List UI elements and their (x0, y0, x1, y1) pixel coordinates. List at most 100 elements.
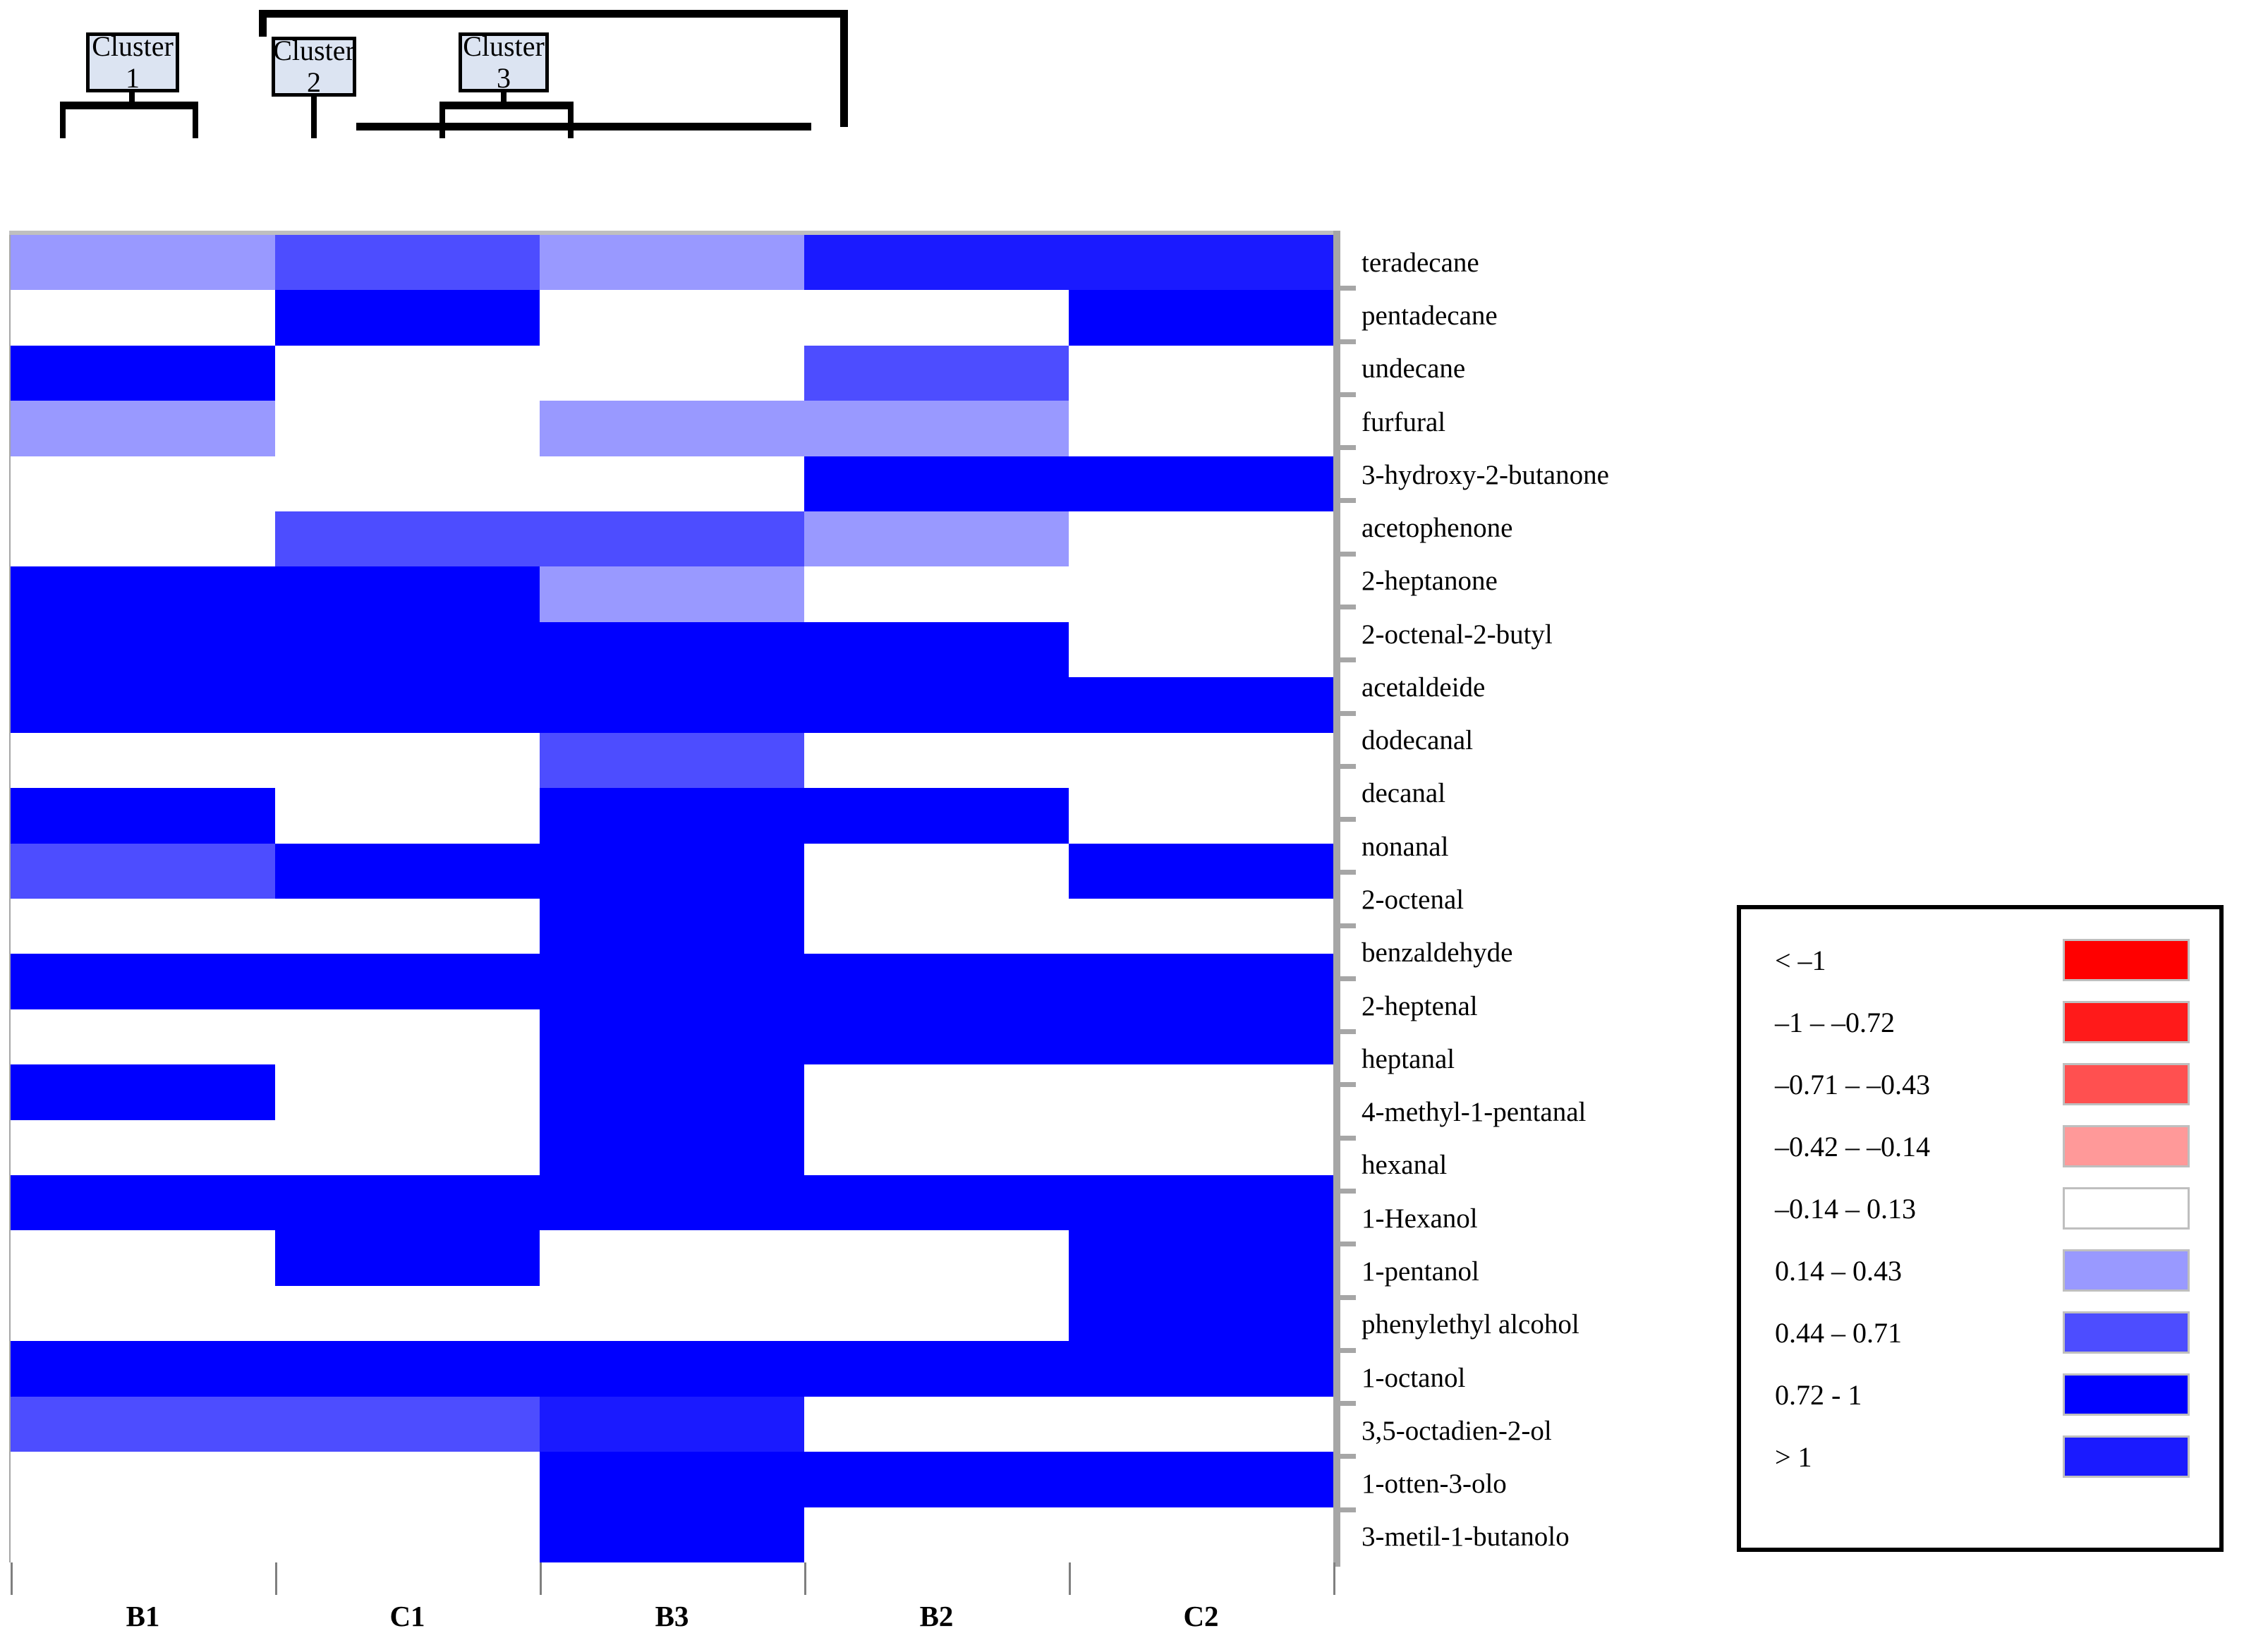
heatmap-cell[interactable] (275, 1009, 540, 1064)
heatmap-cell[interactable] (11, 788, 275, 843)
heatmap-cell[interactable] (275, 346, 540, 401)
heatmap-cell[interactable] (804, 1286, 1069, 1341)
heatmap-cell[interactable] (1069, 954, 1333, 1009)
heatmap-cell[interactable] (11, 566, 275, 621)
heatmap-cell[interactable] (275, 677, 540, 732)
heatmap-cell[interactable] (1069, 1120, 1333, 1175)
heatmap-cell[interactable] (1069, 1397, 1333, 1452)
heatmap-cell[interactable] (804, 346, 1069, 401)
heatmap-cell[interactable] (275, 1175, 540, 1230)
heatmap-cell[interactable] (540, 346, 804, 401)
heatmap-cell[interactable] (275, 1397, 540, 1452)
heatmap-cell[interactable] (1069, 1452, 1333, 1507)
heatmap-cell[interactable] (804, 1009, 1069, 1064)
heatmap-cell[interactable] (11, 899, 275, 954)
heatmap-cell[interactable] (11, 677, 275, 732)
heatmap-grid[interactable] (11, 235, 1333, 1562)
heatmap-cell[interactable] (540, 899, 804, 954)
heatmap-cell[interactable] (11, 1341, 275, 1396)
heatmap-cell[interactable] (540, 456, 804, 511)
heatmap-cell[interactable] (1069, 788, 1333, 843)
heatmap-cell[interactable] (11, 954, 275, 1009)
heatmap-cell[interactable] (540, 235, 804, 290)
heatmap-cell[interactable] (540, 1397, 804, 1452)
heatmap-cell[interactable] (275, 290, 540, 345)
heatmap-cell[interactable] (804, 954, 1069, 1009)
heatmap-cell[interactable] (804, 733, 1069, 788)
heatmap-cell[interactable] (540, 1341, 804, 1396)
heatmap-cell[interactable] (275, 1507, 540, 1562)
heatmap-cell[interactable] (540, 622, 804, 677)
heatmap-cell[interactable] (804, 1175, 1069, 1230)
heatmap-cell[interactable] (804, 788, 1069, 843)
heatmap-cell[interactable] (540, 566, 804, 621)
heatmap-cell[interactable] (804, 1341, 1069, 1396)
heatmap-cell[interactable] (275, 733, 540, 788)
heatmap-cell[interactable] (804, 290, 1069, 345)
heatmap-cell[interactable] (1069, 1230, 1333, 1285)
heatmap-cell[interactable] (11, 1175, 275, 1230)
heatmap-cell[interactable] (804, 844, 1069, 899)
heatmap-cell[interactable] (275, 1341, 540, 1396)
heatmap-cell[interactable] (275, 1230, 540, 1285)
cluster-box-3[interactable]: Cluster 3 (459, 32, 549, 92)
heatmap-cell[interactable] (11, 1064, 275, 1119)
heatmap-cell[interactable] (804, 566, 1069, 621)
heatmap-cell[interactable] (1069, 622, 1333, 677)
heatmap-cell[interactable] (540, 1120, 804, 1175)
heatmap-cell[interactable] (11, 1452, 275, 1507)
cluster-box-2[interactable]: Cluster 2 (272, 37, 356, 97)
heatmap-cell[interactable] (11, 733, 275, 788)
heatmap-cell[interactable] (804, 456, 1069, 511)
heatmap-cell[interactable] (540, 1009, 804, 1064)
heatmap-cell[interactable] (275, 566, 540, 621)
heatmap-cell[interactable] (540, 401, 804, 456)
heatmap-cell[interactable] (11, 1507, 275, 1562)
heatmap-cell[interactable] (275, 788, 540, 843)
heatmap-cell[interactable] (1069, 1009, 1333, 1064)
heatmap-cell[interactable] (11, 235, 275, 290)
heatmap-cell[interactable] (11, 511, 275, 566)
heatmap-cell[interactable] (540, 788, 804, 843)
heatmap-cell[interactable] (540, 954, 804, 1009)
heatmap-cell[interactable] (11, 1120, 275, 1175)
heatmap-cell[interactable] (11, 1230, 275, 1285)
heatmap-cell[interactable] (540, 511, 804, 566)
heatmap-cell[interactable] (275, 235, 540, 290)
heatmap-cell[interactable] (1069, 1507, 1333, 1562)
heatmap-cell[interactable] (540, 1507, 804, 1562)
heatmap-cell[interactable] (11, 290, 275, 345)
heatmap-cell[interactable] (540, 1175, 804, 1230)
heatmap-cell[interactable] (1069, 844, 1333, 899)
cluster-box-1[interactable]: Cluster 1 (86, 32, 179, 92)
heatmap-cell[interactable] (275, 1452, 540, 1507)
heatmap-cell[interactable] (275, 1120, 540, 1175)
heatmap-cell[interactable] (1069, 899, 1333, 954)
heatmap-cell[interactable] (11, 844, 275, 899)
heatmap-cell[interactable] (540, 1230, 804, 1285)
heatmap-cell[interactable] (804, 1230, 1069, 1285)
heatmap-cell[interactable] (804, 401, 1069, 456)
heatmap-cell[interactable] (804, 1397, 1069, 1452)
heatmap-cell[interactable] (11, 622, 275, 677)
heatmap-cell[interactable] (275, 899, 540, 954)
heatmap-cell[interactable] (275, 1286, 540, 1341)
heatmap-cell[interactable] (1069, 566, 1333, 621)
heatmap-cell[interactable] (275, 954, 540, 1009)
heatmap-cell[interactable] (11, 346, 275, 401)
heatmap-cell[interactable] (540, 1064, 804, 1119)
heatmap-cell[interactable] (540, 844, 804, 899)
heatmap-cell[interactable] (804, 1120, 1069, 1175)
heatmap-cell[interactable] (11, 1397, 275, 1452)
heatmap-cell[interactable] (804, 1064, 1069, 1119)
heatmap-cell[interactable] (1069, 346, 1333, 401)
heatmap-cell[interactable] (804, 1452, 1069, 1507)
heatmap-cell[interactable] (804, 1507, 1069, 1562)
heatmap-cell[interactable] (275, 1064, 540, 1119)
heatmap-cell[interactable] (1069, 1064, 1333, 1119)
heatmap-cell[interactable] (540, 1286, 804, 1341)
heatmap-cell[interactable] (540, 677, 804, 732)
heatmap-cell[interactable] (540, 290, 804, 345)
heatmap-cell[interactable] (1069, 456, 1333, 511)
heatmap-cell[interactable] (275, 456, 540, 511)
